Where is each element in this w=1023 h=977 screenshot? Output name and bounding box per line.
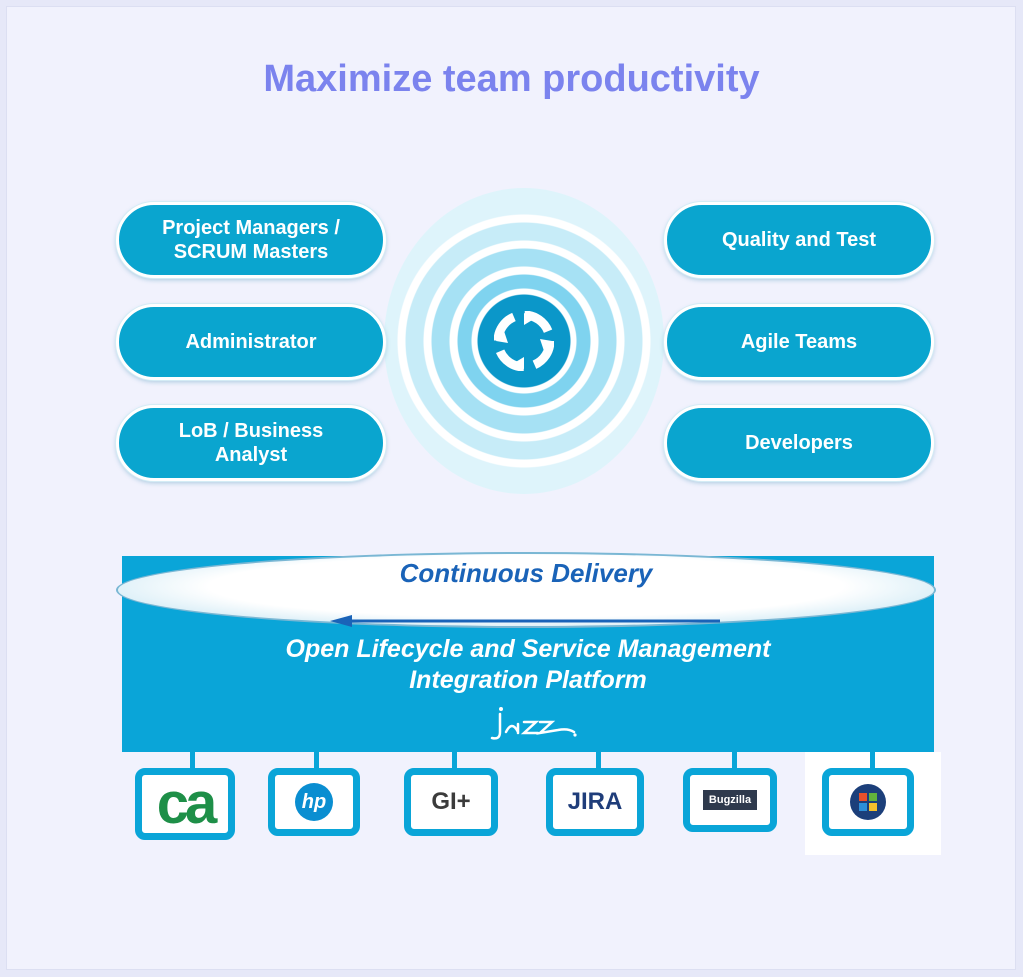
page-title: Maximize team productivity — [263, 58, 760, 100]
delivery-ellipse — [116, 552, 936, 628]
connector — [314, 752, 319, 774]
connector — [870, 752, 875, 774]
connector — [190, 752, 195, 774]
role-project-managers: Project Managers / SCRUM Masters — [116, 202, 386, 278]
continuous-delivery-label: Continuous Delivery — [399, 558, 653, 588]
git-logo-text: GI+ — [431, 788, 471, 815]
jazz-logo — [490, 707, 577, 740]
role-administrator: Administrator — [116, 304, 386, 380]
connector — [452, 752, 457, 774]
jira-logo-text: JIRA — [567, 788, 623, 815]
git-logo: GI+ — [404, 768, 498, 836]
role-agile-teams: Agile Teams — [664, 304, 934, 380]
flow-arrow-icon — [330, 615, 720, 627]
role-quality-test: Quality and Test — [664, 202, 934, 278]
connector — [732, 752, 737, 774]
jira-logo: JIRA — [546, 768, 644, 836]
bugzilla-logo-badge: Bugzilla — [702, 790, 758, 810]
windows-logo — [822, 768, 914, 836]
connector — [596, 752, 601, 774]
bugzilla-logo-text: Bugzilla — [708, 794, 752, 806]
bugzilla-logo: Bugzilla — [683, 768, 777, 832]
windows-logo-icon — [850, 784, 886, 820]
role-business-analyst: LoB / Business Analyst — [116, 405, 386, 481]
hp-logo: hp — [268, 768, 360, 836]
hp-logo-text: hp — [301, 790, 327, 813]
cycle-icon — [494, 311, 554, 371]
hp-logo-badge: hp — [295, 783, 333, 821]
ca-logo: ca — [135, 768, 235, 840]
target-rings — [384, 188, 664, 494]
platform-label: Open Lifecycle and Service Management In… — [285, 635, 771, 694]
ca-logo-text: ca — [156, 771, 217, 836]
role-developers: Developers — [664, 405, 934, 481]
